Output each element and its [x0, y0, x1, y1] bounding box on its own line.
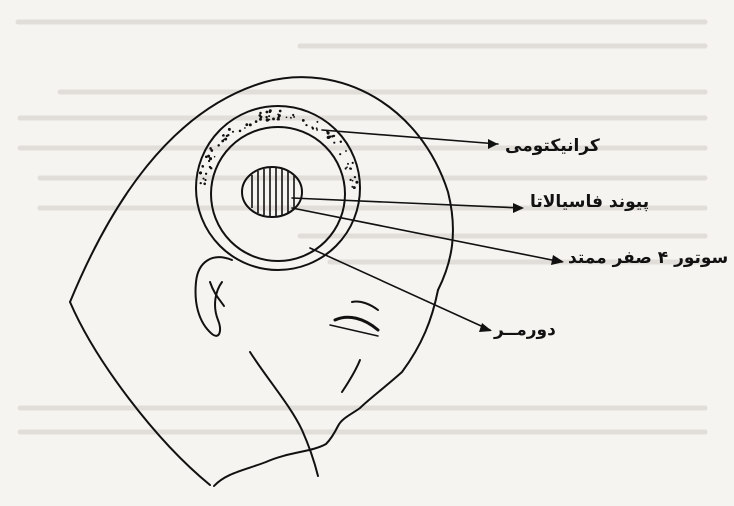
stipple-dot	[208, 160, 210, 162]
stipple-dot	[209, 157, 212, 160]
neck-line	[70, 302, 210, 485]
stipple-dot	[217, 144, 219, 146]
fascia-lata-graft	[242, 167, 302, 217]
stipple-dot	[302, 119, 305, 122]
arrowhead-craniectomy	[488, 139, 498, 149]
stipple-dot	[222, 135, 224, 137]
stipple-dot	[286, 116, 288, 118]
stipple-dot	[354, 187, 356, 189]
label-dura: دورمــر	[494, 322, 556, 339]
stipple-dot	[223, 139, 225, 141]
stipple-dot	[352, 162, 354, 164]
arrowhead-dura	[479, 323, 492, 332]
stipple-dot	[349, 179, 351, 181]
stipple-dot	[255, 120, 258, 123]
stipple-dot	[224, 138, 227, 141]
stipple-dot	[227, 134, 229, 136]
stipple-dot	[202, 165, 204, 167]
stipple-dot	[333, 135, 335, 137]
stipple-dot	[266, 111, 269, 114]
stipple-dot	[205, 173, 207, 175]
graft-hatching	[252, 168, 294, 216]
stipple-dot	[202, 178, 204, 180]
stipple-dot	[339, 153, 341, 155]
stipple-dot	[311, 126, 313, 128]
stipple-dot	[249, 123, 252, 126]
cheek-line	[342, 360, 360, 392]
stipple-dot	[269, 109, 272, 112]
stipple-dot	[340, 141, 342, 143]
stipple-dot	[333, 142, 335, 144]
stipple-dot	[204, 179, 206, 181]
arrowhead-suture	[551, 255, 564, 265]
stipple-dot	[199, 171, 202, 174]
stipple-dot	[207, 155, 210, 158]
stipple-dot	[272, 117, 275, 120]
stipple-dot	[327, 131, 330, 134]
stipple-dot	[290, 117, 292, 119]
stipple-dot	[316, 127, 318, 129]
stipple-dot	[244, 127, 246, 129]
leader-fascia	[292, 198, 522, 208]
stipple-dot	[259, 112, 262, 115]
label-fascia-lata-graft: پیوند فاسیالاتا	[530, 194, 649, 211]
craniectomy-inner-ring	[211, 127, 345, 261]
stipple-dot	[347, 163, 349, 165]
stipple-dot	[232, 131, 234, 133]
stipple-dot	[203, 183, 206, 186]
stipple-dot	[354, 176, 356, 178]
stipple-dot	[350, 168, 352, 170]
stipple-dot	[279, 110, 282, 113]
stipple-dot	[265, 116, 267, 118]
stipple-dot	[260, 116, 263, 119]
face-profile	[214, 290, 438, 486]
stipple-dot	[316, 129, 318, 131]
bone-stipple	[199, 109, 358, 189]
stipple-dot	[209, 166, 211, 168]
label-suture: سوتور ۴ صفر ممتد	[568, 250, 728, 267]
stipple-dot	[209, 147, 212, 150]
stipple-dot	[292, 114, 294, 116]
stipple-dot	[277, 116, 280, 119]
ear	[196, 257, 232, 336]
leader-craniectomy	[322, 130, 498, 144]
stipple-dot	[200, 182, 202, 184]
label-craniectomy: کرانیکتومی	[505, 138, 600, 155]
stipple-dot	[329, 135, 331, 137]
stipple-dot	[293, 116, 295, 118]
leader-suture	[292, 208, 562, 262]
stipple-dot	[268, 115, 270, 117]
stipple-dot	[266, 119, 269, 122]
stipple-dot	[345, 150, 347, 152]
stipple-dot	[355, 181, 358, 184]
stipple-dot	[345, 167, 347, 169]
stipple-dot	[305, 124, 307, 126]
stipple-dot	[214, 156, 216, 158]
eyebrow	[352, 301, 378, 310]
stipple-dot	[352, 180, 354, 182]
arrowhead-fascia	[513, 203, 524, 213]
stipple-dot	[259, 118, 262, 121]
stipple-dot	[228, 128, 231, 131]
stipple-dot	[245, 123, 248, 126]
stipple-dot	[316, 121, 318, 123]
jaw-line	[250, 352, 318, 476]
stipple-dot	[239, 130, 242, 133]
